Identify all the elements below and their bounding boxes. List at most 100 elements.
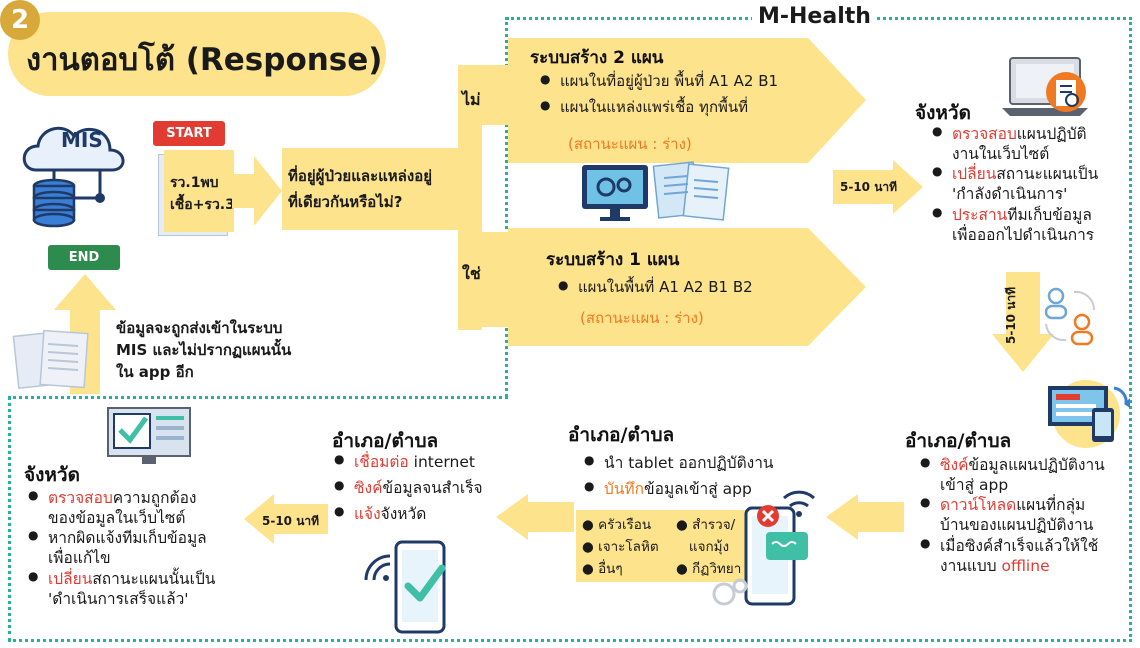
province-top-item-2: เปลี่ยนสถานะแผนเป็น'กำลังดำเนินการ' bbox=[930, 164, 1098, 204]
mhealth-frame-right bbox=[1129, 17, 1132, 642]
plan2-item-1: แผนในที่อยู่ผู้ป่วย พื้นที่ A1 A2 B1 bbox=[538, 72, 778, 92]
province-bottom-item-2-line2: เพื่อแก้ไข bbox=[48, 549, 111, 568]
province-top-item-3-rest: ทีมเก็บข้อมูล bbox=[1007, 205, 1092, 224]
arrow-down bbox=[992, 272, 1054, 372]
mhealth-frame-left-upper bbox=[505, 17, 508, 397]
province-top-item-1: ตรวจสอบแผนปฏิบัติงานในเว็บไซต์ bbox=[930, 124, 1098, 164]
laptop-report-icon bbox=[1000, 54, 1100, 126]
district-right-item-3: เมื่อซิงค์สำเร็จแล้วให้ใช้งานแบบ offline bbox=[918, 536, 1105, 576]
district-mid-item-2-hl: บันทึก bbox=[604, 480, 645, 499]
district-right-item-1-rest: ข้อมูลแผนปฏิบัติงาน bbox=[968, 456, 1105, 474]
arrow-to-district-left bbox=[496, 494, 574, 540]
question-line-2: ที่เดียวกันหรือไม่? bbox=[288, 193, 403, 211]
mhealth-frame-bottom bbox=[8, 639, 1132, 642]
district-left-item-2: ซิงค์ข้อมูลจนสำเร็จ bbox=[332, 478, 483, 498]
plan1-item-1: แผนในพื้นที่ A1 A2 B1 B2 bbox=[556, 278, 753, 298]
branch-yes-label: ใช่ bbox=[462, 264, 481, 283]
plan2-status: (สถานะแผน : ร่าง) bbox=[568, 135, 692, 153]
district-mid-item-1: นำ tablet ออกปฏิบัติงาน bbox=[582, 453, 774, 473]
province-bottom-item-2-line1: หากผิดแจ้งทีมเก็บข้อมูล bbox=[48, 529, 207, 548]
record-type-4-label: แจกมุ้ง bbox=[688, 539, 730, 555]
province-top-item-1-rest: แผนปฏิบัติ bbox=[1016, 125, 1087, 143]
plan2-item-2: แผนในแหล่งแพร่เชื้อ ทุกพื้นที่ bbox=[538, 98, 778, 118]
plan1-title: ระบบสร้าง 1 แผน bbox=[546, 250, 680, 270]
district-right-item-1-line2: เข้าสู่ app bbox=[940, 476, 1009, 495]
district-left-item-3-hl: แจ้ง bbox=[354, 505, 381, 524]
arrow-to-province bbox=[833, 160, 923, 214]
province-top-title: จังหวัด bbox=[915, 102, 971, 124]
mis-note-line-1: ข้อมูลจะถูกส่งเข้าในระบบ bbox=[116, 319, 283, 337]
phone-offline-icon bbox=[706, 486, 826, 612]
province-top-list: ตรวจสอบแผนปฏิบัติงานในเว็บไซต์ เปลี่ยนสถ… bbox=[930, 124, 1098, 245]
district-right-item-3-line1: เมื่อซิงค์สำเร็จแล้วให้ใช้ bbox=[940, 536, 1099, 555]
record-type-3-label: เจาะโลหิต bbox=[598, 539, 659, 555]
title-pill bbox=[8, 12, 386, 96]
province-bottom-item-1-rest: ความถูกต้อง bbox=[112, 489, 197, 507]
record-type-3: ● เจาะโลหิต bbox=[582, 539, 659, 555]
district-right-item-3-line2: งานแบบ bbox=[940, 556, 1002, 575]
doc-label-1: รว.1พบ bbox=[170, 175, 219, 191]
mis-cloud-label: MIS bbox=[61, 128, 103, 152]
province-bottom-item-3-hl: เปลี่ยน bbox=[48, 569, 93, 588]
province-top-item-2-line2: 'กำลังดำเนินการ' bbox=[952, 185, 1068, 204]
arrow-to-province-bottom bbox=[244, 494, 328, 544]
arrow-to-district-mid bbox=[826, 494, 904, 540]
record-type-2-label: สำรวจ/ bbox=[692, 517, 736, 533]
mis-cloud-icon bbox=[14, 112, 134, 228]
district-right-item-1-hl: ซิงค์ bbox=[940, 456, 969, 474]
district-mid-title: อำเภอ/ตำบล bbox=[568, 424, 675, 446]
timing-label-3: 5-10 นาที bbox=[262, 514, 320, 528]
province-top-item-2-rest: สถานะแผนเป็น bbox=[996, 165, 1099, 184]
record-type-5: ● อื่นๆ bbox=[582, 561, 623, 577]
doc-label-2: เชื้อ+รว.3 bbox=[170, 197, 235, 213]
document-front bbox=[164, 150, 234, 232]
record-type-2: ● สำรวจ/ bbox=[676, 517, 736, 533]
district-right-item-2-hl: ดาวน์โหลด bbox=[940, 496, 1017, 515]
district-left-item-2-hl: ซิงค์ bbox=[354, 479, 383, 498]
plan2-list: แผนในที่อยู่ผู้ป่วย พื้นที่ A1 A2 B1 แผน… bbox=[538, 72, 778, 117]
mis-note-line-3: ใน app อีก bbox=[116, 362, 194, 381]
province-bottom-item-3-line2: 'ดำเนินการเสร็จแล้ว' bbox=[48, 589, 189, 608]
province-bottom-item-2: หากผิดแจ้งทีมเก็บข้อมูลเพื่อแก้ไข bbox=[26, 528, 215, 568]
province-top-item-3-hl: ประสาน bbox=[952, 205, 1008, 224]
step-number-badge: 2 bbox=[0, 0, 40, 40]
record-type-1: ● ครัวเรือน bbox=[582, 517, 652, 533]
district-right-item-3-hl: offline bbox=[1001, 556, 1050, 575]
province-top-item-2-hl: เปลี่ยน bbox=[952, 165, 997, 184]
start-badge: START bbox=[153, 121, 225, 146]
district-mid-item-2-rest: ข้อมูลเข้าสู่ app bbox=[644, 480, 752, 499]
timing-label-2: 5-10 นาที bbox=[1004, 286, 1018, 344]
province-bottom-title: จังหวัด bbox=[24, 464, 80, 486]
question-box bbox=[282, 148, 482, 230]
province-bottom-item-3-rest: สถานะแผนนั้นเป็น bbox=[92, 569, 216, 588]
district-left-item-1-hl: เชื่อมต่อ bbox=[354, 453, 409, 471]
monitor-check-icon bbox=[104, 406, 194, 468]
record-type-4: แจกมุ้ง bbox=[676, 535, 729, 557]
mis-note-line-2: MIS และไม่ปรากฏแผนนั้น bbox=[116, 340, 292, 359]
district-right-item-2: ดาวน์โหลดแผนที่กลุ่มบ้านของแผนปฏิบัติงาน bbox=[918, 495, 1105, 535]
province-top-item-3-line2: เพื่อออกไปดำเนินการ bbox=[952, 225, 1095, 244]
computer-sync-icon bbox=[1040, 378, 1134, 450]
district-right-item-2-line2: บ้านของแผนปฏิบัติงาน bbox=[940, 516, 1094, 535]
district-left-list: เชื่อมต่อ internet ซิงค์ข้อมูลจนสำเร็จ แ… bbox=[332, 452, 483, 524]
team-people-icon bbox=[1040, 284, 1100, 348]
province-top-item-1-hl: ตรวจสอบ bbox=[952, 125, 1017, 143]
record-type-6: ● กีฏวิทยา bbox=[676, 561, 742, 577]
phone-success-icon bbox=[362, 538, 472, 638]
province-top-item-3: ประสานทีมเก็บข้อมูลเพื่อออกไปดำเนินการ bbox=[930, 205, 1098, 245]
district-left-item-1-rest: internet bbox=[408, 453, 475, 471]
district-left-item-1: เชื่อมต่อ internet bbox=[332, 452, 483, 472]
branch-bottom bbox=[458, 232, 510, 327]
arrow-to-question bbox=[232, 156, 282, 226]
plan1-status: (สถานะแผน : ร่าง) bbox=[580, 309, 704, 327]
district-left-item-3: แจ้งจังหวัด bbox=[332, 504, 483, 524]
mhealth-label: M-Health bbox=[752, 4, 877, 29]
timing-label-1: 5-10 นาที bbox=[840, 180, 898, 194]
province-bottom-item-1-hl: ตรวจสอบ bbox=[48, 489, 113, 507]
record-type-5-label: อื่นๆ bbox=[598, 561, 623, 577]
plan2-title: ระบบสร้าง 2 แผน bbox=[530, 48, 664, 68]
page-title: งานตอบโต้ (Response) bbox=[26, 42, 383, 78]
